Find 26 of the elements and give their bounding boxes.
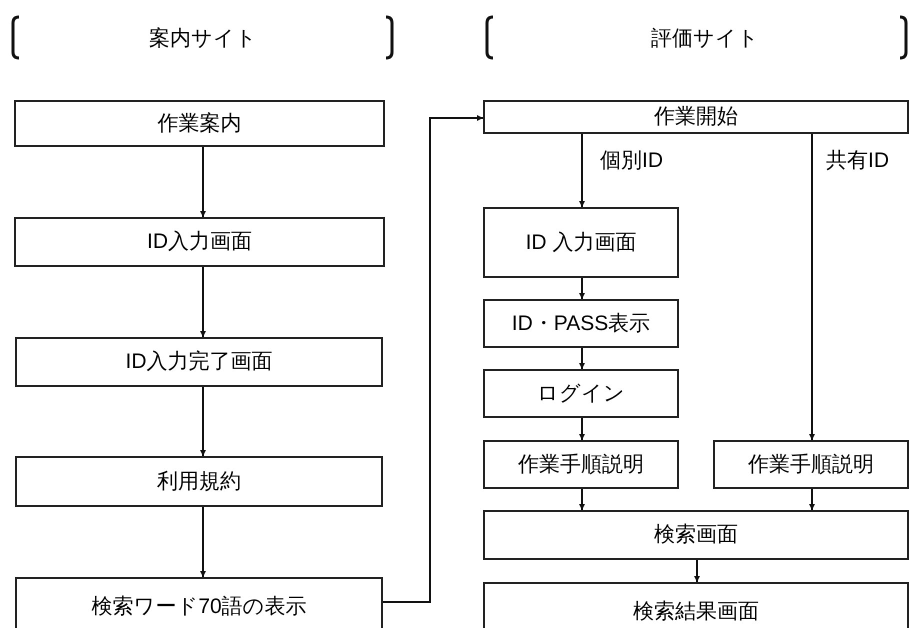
process-box: 検索画面	[483, 510, 909, 560]
process-box: 検索ワード70語の表示	[15, 577, 383, 628]
arrow	[200, 147, 206, 217]
arrow	[809, 489, 815, 510]
process-box: 作業開始	[483, 100, 909, 134]
arrow	[200, 267, 206, 337]
process-box: ID 入力画面	[483, 207, 679, 278]
process-box: ID・PASS表示	[483, 299, 679, 348]
process-box: ID入力画面	[14, 217, 385, 267]
process-box: 利用規約	[15, 456, 383, 507]
process-box: 作業手順説明	[483, 440, 679, 489]
arrow	[579, 489, 585, 510]
process-box: ログイン	[483, 369, 679, 418]
process-box: ID入力完了画面	[15, 337, 383, 387]
arrow	[383, 115, 483, 603]
arrow	[579, 418, 585, 440]
arrow	[809, 134, 815, 440]
process-box: 作業手順説明	[713, 440, 909, 489]
arrow	[579, 278, 585, 299]
arrow	[200, 507, 206, 577]
arrow	[579, 348, 585, 369]
process-box: 作業案内	[14, 100, 385, 147]
process-box: 検索結果画面	[483, 582, 909, 628]
arrow	[579, 134, 585, 207]
arrow	[694, 560, 700, 582]
arrow	[200, 387, 206, 456]
